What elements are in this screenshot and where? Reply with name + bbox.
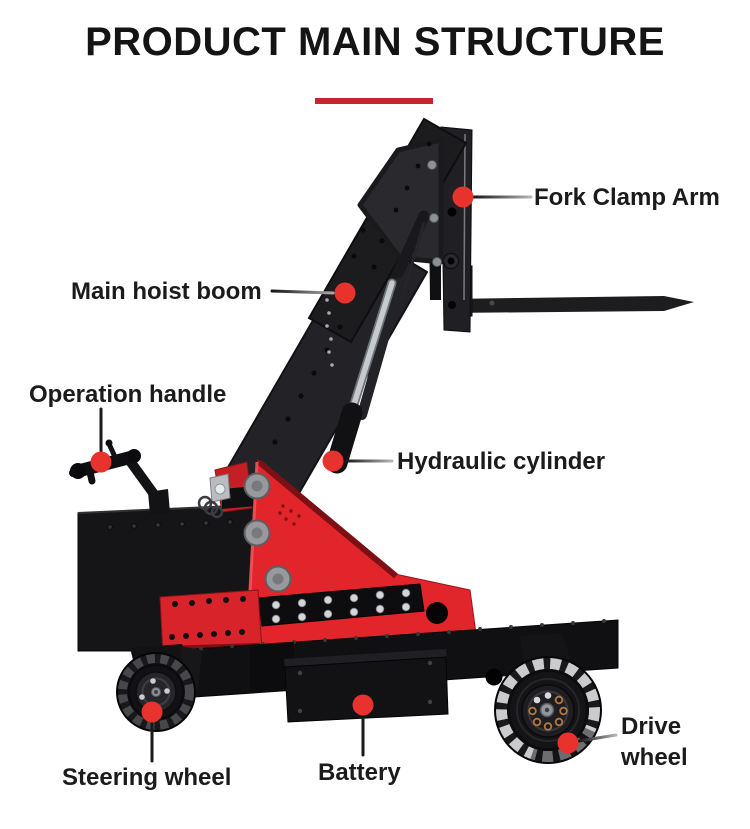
callout-dots xyxy=(90,186,579,754)
fork-part xyxy=(445,265,694,317)
callout-dot-operation-handle xyxy=(90,451,112,473)
callout-dot-battery xyxy=(352,694,374,716)
label-steering-wheel: Steering wheel xyxy=(62,764,232,791)
operation-handle-part xyxy=(69,439,161,502)
title-underline xyxy=(315,98,433,104)
steering-wheel-part xyxy=(116,644,202,732)
label-fork-clamp-arm: Fork Clamp Arm xyxy=(534,184,720,211)
callout-dot-drive-wheel xyxy=(557,732,579,754)
label-hydraulic-cylinder: Hydraulic cylinder xyxy=(397,448,606,475)
drive-wheel-part xyxy=(494,656,602,764)
gusset-triangle-part xyxy=(243,459,479,649)
callout-dot-hydraulic-cylinder xyxy=(322,450,344,472)
chassis-part xyxy=(77,461,301,652)
label-drive-wheel: Drive wheel xyxy=(621,713,688,772)
callout-dot-fork-clamp-arm xyxy=(452,186,474,208)
page-title: PRODUCT MAIN STRUCTURE xyxy=(85,20,665,64)
battery-box-part xyxy=(284,649,449,723)
label-operation-handle: Operation handle xyxy=(29,381,227,408)
label-battery: Battery xyxy=(318,759,401,786)
leader-line-main-hoist-boom xyxy=(270,289,335,295)
leader-line-drive-wheel xyxy=(577,733,618,743)
callout-dot-main-hoist-boom xyxy=(334,282,356,304)
callout-lines xyxy=(99,195,618,763)
label-main-hoist-boom: Main hoist boom xyxy=(71,278,262,305)
callout-dot-steering-wheel xyxy=(141,701,163,723)
